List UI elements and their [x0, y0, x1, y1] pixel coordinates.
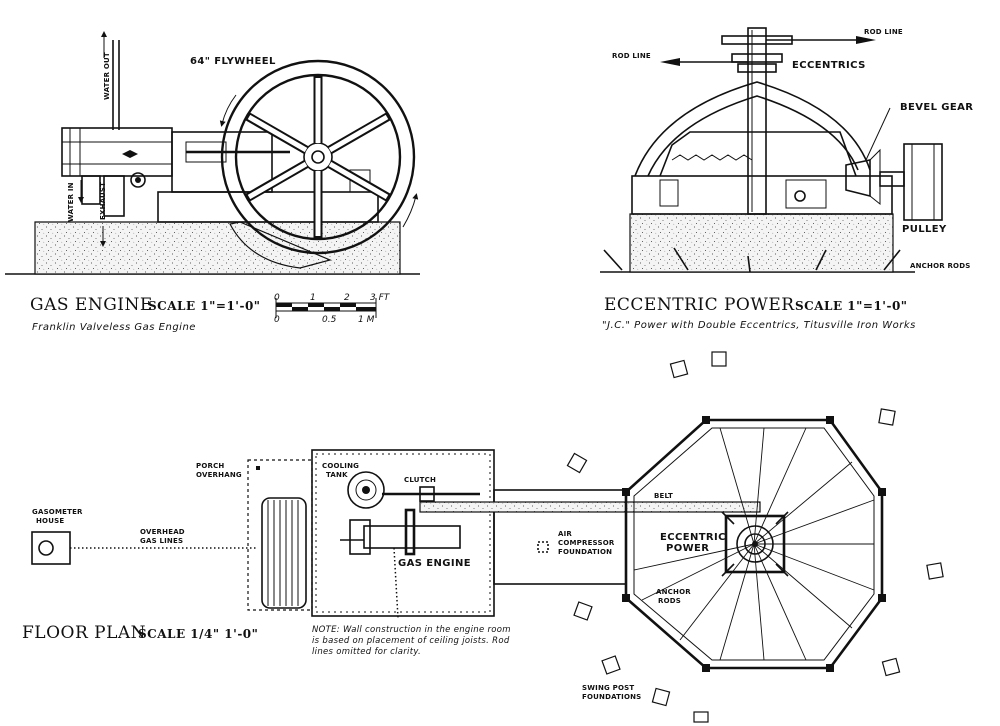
- scale-bar: [275, 298, 377, 318]
- belt-label: BELT: [654, 492, 673, 500]
- porch-label-1: PORCH: [196, 462, 224, 470]
- floor-plan: GASOMETER HOUSE OVERHEAD GAS LINES PORCH…: [22, 351, 944, 723]
- scale-ft-3: 3 FT: [370, 293, 391, 303]
- rod-line-right-label: ROD LINE: [864, 28, 903, 36]
- bevel-gear-label: BEVEL GEAR: [900, 102, 973, 113]
- anchor-plan-label-1: ANCHOR: [656, 588, 691, 596]
- air-label-3: FOUNDATION: [558, 548, 612, 556]
- rod-line-left-label: ROD LINE: [612, 52, 651, 60]
- pulley-label: PULLEY: [902, 224, 947, 235]
- floor-plan-note-3: lines omitted for clarity.: [312, 647, 421, 657]
- porch-label-2: OVERHANG: [196, 471, 242, 479]
- scale-ft-2: 2: [344, 293, 350, 303]
- scale-ft-1: 1: [310, 293, 316, 303]
- gasometer-label-2: HOUSE: [36, 517, 64, 525]
- engine-cylinder: [61, 127, 173, 217]
- eccentric-power-plan-label-2: POWER: [666, 543, 709, 554]
- cooling-label-1: COOLING: [322, 462, 359, 470]
- gas-engine-scale: SCALE 1"=1'-0": [148, 299, 261, 313]
- gasometer-label-1: GASOMETER: [32, 508, 83, 516]
- scale-m-0: 0: [274, 315, 280, 325]
- octagon-powerhouse: [622, 416, 886, 672]
- eccentrics-label: ECCENTRICS: [792, 60, 866, 71]
- eccentric-power-title: ECCENTRIC POWER: [604, 295, 795, 315]
- water-out-pipe: [101, 31, 120, 130]
- overhead-label-1: OVERHEAD: [140, 528, 185, 536]
- exhaust-label: EXHAUST: [99, 182, 107, 220]
- water-in-label: WATER IN: [67, 182, 75, 222]
- flywheel: [220, 59, 416, 255]
- vertical-shaft: [721, 27, 793, 215]
- anchor-plan-label-2: RODS: [658, 597, 681, 605]
- swing-label-2: FOUNDATIONS: [582, 693, 641, 701]
- air-label-2: COMPRESSOR: [558, 539, 615, 547]
- floor-plan-note-2: is based on placement of ceiling joists.…: [312, 636, 510, 646]
- anchor-rods-label: ANCHOR RODS: [910, 262, 970, 270]
- water-out-label: WATER OUT: [103, 52, 111, 100]
- eccentric-foundation: [629, 213, 894, 273]
- gas-engine-title: GAS ENGINE: [30, 295, 153, 315]
- eccentric-power-scale: SCALE 1"=1'-0": [795, 299, 908, 313]
- floor-plan-note-1: NOTE: Wall construction in the engine ro…: [312, 625, 511, 635]
- eccentric-power-subtitle: "J.C." Power with Double Eccentrics, Tit…: [602, 320, 916, 331]
- scale-ft-0: 0: [274, 293, 280, 303]
- pulley: [903, 143, 943, 221]
- flywheel-label: 64" FLYWHEEL: [190, 56, 276, 67]
- clutch-label: CLUTCH: [404, 476, 436, 484]
- gasometer-house: [31, 531, 71, 565]
- gas-engine-elevation: WATER OUT WATER IN EXHAUST: [5, 31, 420, 333]
- floor-plan-scale: SCALE 1/4" 1'-0": [138, 627, 258, 641]
- air-label-1: AIR: [558, 530, 572, 538]
- swing-label-1: SWING POST: [582, 684, 634, 692]
- gas-engine-plan-label: GAS ENGINE: [398, 558, 471, 569]
- cooling-label-2: TANK: [326, 471, 348, 479]
- overhead-label-2: GAS LINES: [140, 537, 183, 545]
- scale-m-1: 1 M: [358, 315, 375, 325]
- eccentric-power-plan-label-1: ECCENTRIC: [660, 532, 726, 543]
- eccentric-housing: [631, 81, 893, 215]
- cooling-coil: [261, 497, 307, 609]
- eccentric-power-elevation: ROD LINE ROD LINE ECCENTRICS BEVEL GEAR …: [600, 27, 973, 331]
- scale-m-05: 0.5: [322, 315, 337, 325]
- gas-engine-subtitle: Franklin Valveless Gas Engine: [32, 322, 196, 333]
- floor-plan-title: FLOOR PLAN: [22, 623, 146, 643]
- swing-post-foundations: [566, 351, 944, 723]
